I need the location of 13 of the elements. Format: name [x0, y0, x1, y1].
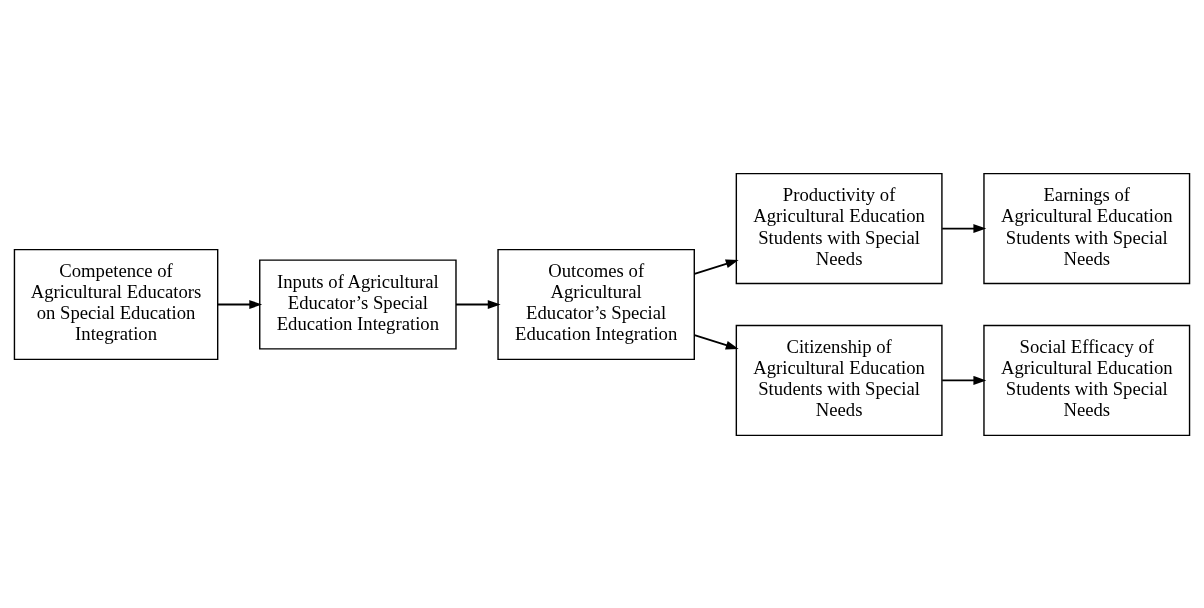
arrow	[693, 333, 739, 349]
node-box: Outcomes of Agricultural Educator’s Special Education Integration	[497, 248, 695, 360]
node-box: Earnings of Agricultural Education Students with Special Needs	[983, 172, 1191, 284]
node-box: Competence of Agricultural Educators on Special Education Integration	[13, 248, 219, 360]
arrow	[941, 223, 987, 233]
arrow	[216, 299, 263, 309]
node-box: Citizenship of Agricultural Education Students with Special Needs	[735, 324, 943, 436]
node-box: Productivity of Agricultural Education Students with Special Needs	[735, 172, 943, 284]
node-box: Social Efficacy of Agricultural Education Students with Special Needs	[983, 324, 1191, 436]
node-box: Inputs of Agricultural Educator’s Special Education Integration	[259, 258, 457, 350]
arrow	[693, 259, 739, 275]
arrow	[455, 299, 501, 309]
arrow	[941, 375, 987, 385]
